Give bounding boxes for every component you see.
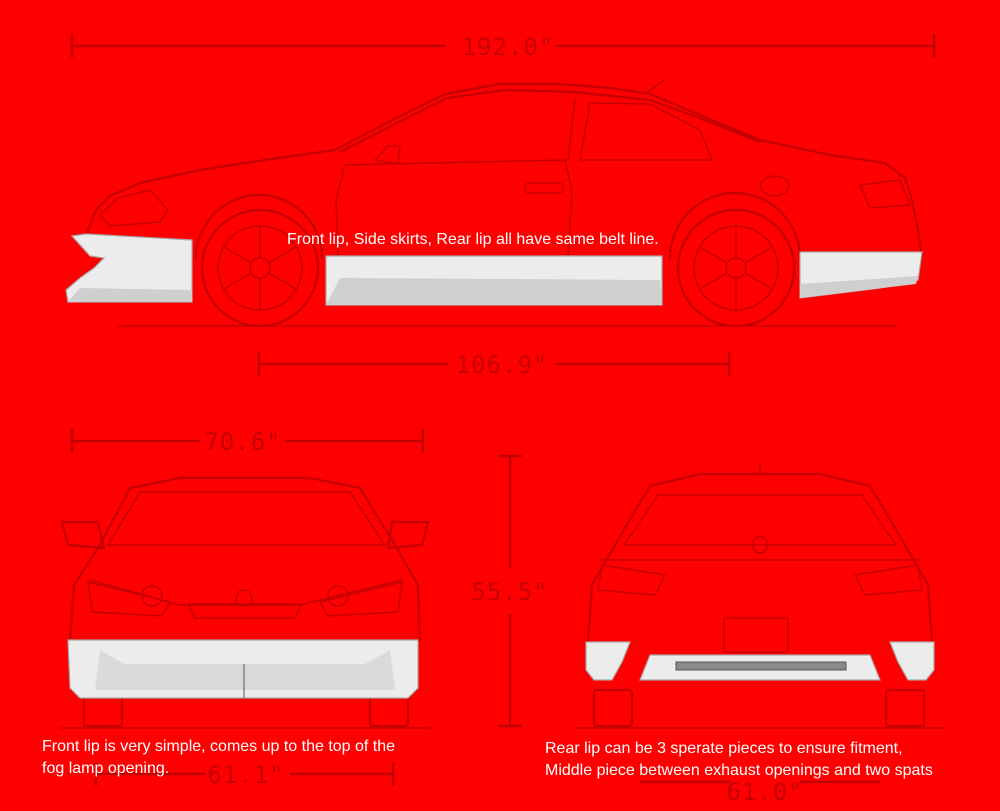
- overall-length-label: 192.0": [462, 33, 555, 61]
- front-track-dimension: 61.1": [94, 761, 395, 789]
- front-grille: [187, 603, 303, 619]
- front-body-outline: [68, 476, 422, 642]
- rear-body-outline: [586, 472, 934, 642]
- width-label: 70.6": [204, 428, 281, 456]
- note-side-beltline: Front lip, Side skirts, Rear lip all hav…: [287, 231, 659, 248]
- height-dimension: 55.5": [471, 454, 548, 728]
- rear-tire-left: [592, 688, 634, 728]
- rear-wheel: [668, 191, 802, 328]
- side-mirror: [374, 145, 401, 165]
- rear-view: 61.0": [574, 463, 946, 806]
- note-front-lip-line1: Front lip is very simple, comes up to th…: [42, 738, 396, 755]
- wheelbase-dimension: 106.9": [257, 351, 731, 379]
- note-rear-lip-line2: Middle piece between exhaust openings an…: [545, 762, 933, 779]
- front-fog-left: [141, 585, 163, 607]
- front-emblem: [235, 589, 253, 607]
- front-fog-right: [327, 585, 349, 607]
- note-rear-lip-line1: Rear lip can be 3 sperate pieces to ensu…: [545, 740, 903, 757]
- rear-window: [623, 494, 897, 546]
- side-view: 192.0": [65, 33, 936, 379]
- side-rear-window: [579, 102, 713, 161]
- front-wheel: [194, 193, 324, 328]
- door-handle: [524, 182, 564, 194]
- front-mirror-right: [386, 520, 430, 550]
- side-taillight: [859, 179, 911, 209]
- rear-lip-spat-right: [889, 641, 935, 681]
- front-mirror-left: [60, 520, 106, 550]
- side-front-lip: [65, 233, 193, 303]
- rear-taillight-right: [854, 564, 923, 596]
- rear-tire-right: [884, 688, 926, 728]
- front-windshield: [107, 491, 386, 546]
- note-rear-lip: Rear lip can be 3 sperate pieces to ensu…: [545, 738, 933, 782]
- side-antenna: [647, 79, 665, 93]
- front-track-label: 61.1": [207, 761, 284, 789]
- note-front-lip: Front lip is very simple, comes up to th…: [42, 736, 395, 780]
- side-body-outline: [84, 82, 924, 260]
- front-view: 70.6" 61.1": [59, 428, 431, 789]
- front-hood-line: [89, 579, 403, 606]
- width-dimension: 70.6": [70, 428, 425, 456]
- rear-track-label: 61.0": [726, 778, 803, 806]
- fuel-door: [760, 175, 790, 197]
- rear-emblem: [751, 536, 769, 554]
- wheelbase-label: 106.9": [456, 351, 549, 379]
- height-label: 55.5": [471, 578, 548, 606]
- side-door-window-edge: [567, 99, 576, 161]
- rear-track-dimension: 61.0": [640, 778, 880, 806]
- note-front-lip-line2: fog lamp opening.: [42, 760, 170, 777]
- rear-license-plate: [723, 617, 789, 653]
- rear-lip-spat-left: [585, 641, 631, 681]
- overall-length-dimension: 192.0": [70, 33, 936, 61]
- side-roof-inner: [338, 88, 762, 154]
- rear-taillight-left: [597, 564, 666, 596]
- side-headlight: [99, 189, 169, 227]
